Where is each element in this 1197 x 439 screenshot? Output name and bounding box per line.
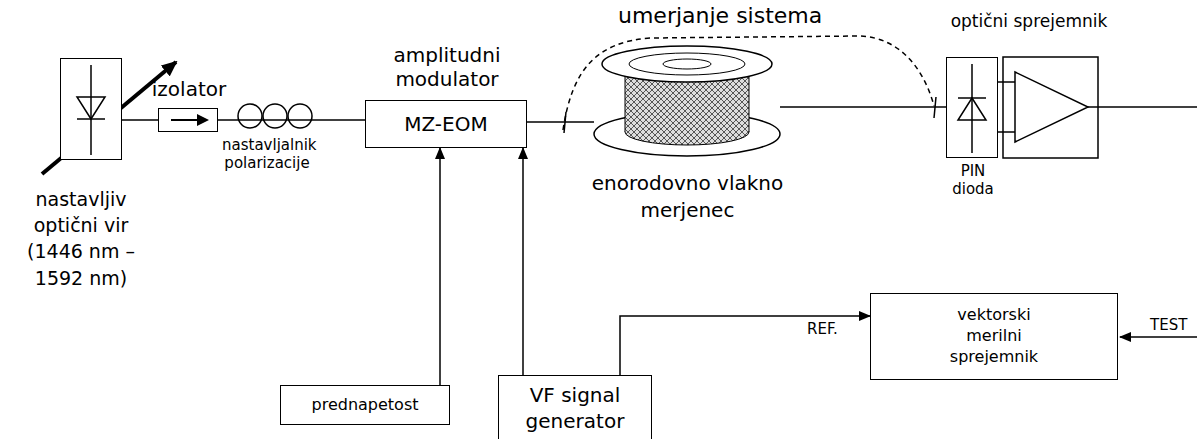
text-slot: prednapetost — [281, 386, 449, 424]
box-label: MZ-EOM — [404, 111, 487, 137]
text-slot: VF signal generator — [499, 376, 651, 439]
signal-line — [122, 119, 158, 121]
polarization-controller-label: nastavljalnik polarizacije — [222, 136, 312, 172]
calibration-label: umerjanje sistema — [618, 2, 822, 31]
node-label: optični sprejemnik — [943, 10, 1115, 32]
node-label: izolator — [144, 76, 234, 102]
node-label: nastavljiv optični vir (1446 nm – 1592 n… — [6, 186, 156, 291]
amplifier-symbol — [1015, 72, 1088, 142]
isolator-box: izolator — [158, 108, 218, 132]
vector-receiver-box: vektorski merilni sprejemnik — [870, 293, 1118, 380]
signal-line — [527, 121, 594, 123]
signal-line — [780, 106, 946, 108]
bias-box: prednapetost — [280, 385, 450, 425]
fiber-loop — [288, 104, 312, 128]
node-label: amplitudni modulator — [377, 43, 517, 91]
photodiode-symbol — [947, 58, 999, 159]
edge-label: REF. — [805, 320, 840, 340]
signal-line — [522, 148, 524, 375]
text-slot: MZ-EOM — [366, 101, 526, 147]
fiber-loop — [263, 104, 287, 128]
laser-box: nastavljiv optični vir (1446 nm – 1592 n… — [60, 58, 122, 160]
output-wire — [1088, 106, 1197, 108]
signal-line — [439, 148, 441, 385]
node-label: enorodovno vlakno merjenec — [585, 170, 790, 224]
isolator-arrow — [159, 109, 219, 133]
amplifier-box — [1003, 57, 1098, 158]
wire — [998, 131, 1015, 133]
test-wire — [1120, 336, 1197, 338]
text-slot: vektorski merilni sprejemnik — [871, 294, 1117, 379]
fiber-loop — [238, 104, 262, 128]
signal-line — [620, 316, 870, 375]
fiber-spool — [592, 42, 782, 159]
signal-line — [218, 119, 365, 121]
rf-generator-box: VF signal generator — [498, 375, 652, 439]
modulator-box: amplitudni modulatorMZ-EOM — [365, 100, 527, 148]
box-label: vektorski merilni sprejemnik — [942, 305, 1047, 367]
wire — [998, 81, 1015, 83]
port-label: TEST — [1150, 316, 1187, 336]
fiber-spool-node: enorodovno vlakno merjenec — [592, 42, 782, 159]
photodiode-box: optični sprejemnikPIN dioda — [946, 57, 998, 158]
laser-diode-symbol — [61, 59, 123, 161]
node-label: PIN dioda — [941, 162, 1005, 198]
box-label: VF signal generator — [505, 382, 645, 434]
box-label: prednapetost — [312, 395, 419, 416]
